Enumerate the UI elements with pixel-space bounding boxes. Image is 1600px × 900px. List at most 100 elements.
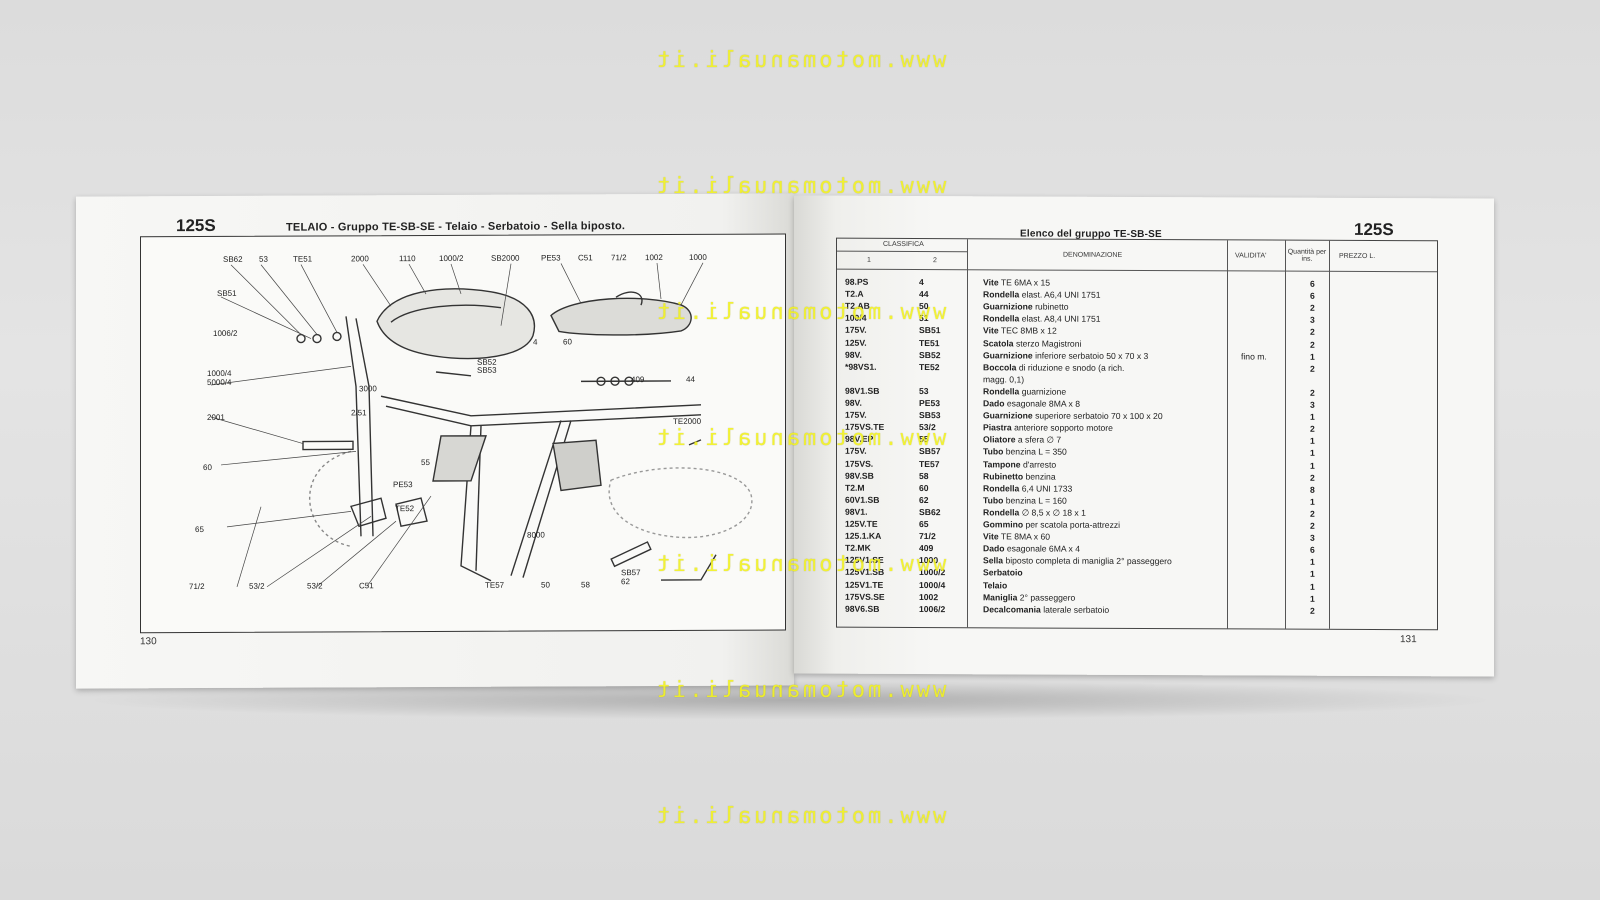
part-name: Rondella [983,507,1020,518]
part-description: Maniglia 2° passeggero [983,592,1075,602]
class-code-1: 175VS.SE [845,591,885,602]
part-description: Rubinetto benzina [983,471,1056,481]
class-code-2: 1002 [919,591,939,602]
part-description: Tubo benzina L = 160 [983,495,1067,505]
callout: 2000 [351,254,369,264]
part-detail: TEC 8MB x 12 [1000,325,1057,337]
callout: 2/51 [351,408,367,418]
callout: SB53 [477,365,497,375]
callout: SB62 [223,254,243,264]
class-code-2: 65 [919,519,929,530]
class-code-1: 98.PS [845,276,869,287]
callout: 1000/4 [207,368,232,378]
class-code-1: 98V.SB [845,470,874,481]
part-description: Vite TEC 8MB x 12 [983,326,1057,336]
part-description: Decalcomania laterale serbatoio [983,604,1109,615]
quantity: 3 [1310,399,1315,410]
part-name: Gommino [983,519,1024,530]
class-code-1: 125V.TE [845,518,878,529]
quantity: 1 [1310,411,1315,422]
class-code-2: 1000/4 [919,579,946,590]
class-code-2: 1006/2 [919,603,946,614]
callout: 53/2 [249,581,265,591]
callout: 65 [195,525,204,535]
part-detail: benzina [1025,471,1056,482]
class-code-2: TE52 [919,361,940,372]
callout: PE53 [541,253,561,263]
class-code-2: TE57 [919,458,940,469]
part-description: Tampone d'arresto [983,459,1056,469]
callout: 1006/2 [213,328,238,338]
part-description: Scatola sterzo Magistroni [983,338,1081,348]
part-name: Vite [983,531,999,542]
part-name: Boccola [983,361,1017,373]
header-col2: 2 [933,257,937,265]
callout: 1000 [689,252,707,262]
part-detail: benzina L = 160 [1005,495,1067,506]
part-name: Dado [983,398,1005,409]
part-name: Guarnizione [983,349,1033,361]
part-description: Telaio [983,580,1007,590]
class-code-1: 60V1.SB [845,494,880,505]
class-code-2: 53 [919,385,929,396]
quantity: 1 [1310,460,1315,471]
part-name: Tubo [983,495,1004,506]
part-detail: TE 8MA x 60 [1000,531,1051,542]
watermark-text: www.motomanuali.it [653,552,947,577]
quantity: 1 [1310,351,1315,362]
right-model-label: 125S [1354,219,1394,240]
quantity: 2 [1310,339,1315,350]
part-name: Tampone [983,458,1021,469]
quantity: 3 [1310,532,1315,543]
part-description: Gommino per scatola porta-attrezzi [983,519,1120,530]
watermark-text: www.motomanuali.it [653,678,947,703]
class-code-2: 62 [919,494,929,505]
quantity: 2 [1310,508,1315,519]
part-detail: magg. 0,1) [983,374,1025,385]
class-code-2: TE51 [919,337,940,348]
part-detail: esagonale 8MA x 8 [1006,398,1080,409]
class-code-1: *98VS1. [845,361,877,372]
callout: 1110 [399,254,416,264]
header-denominazione: DENOMINAZIONE [1063,251,1123,259]
callout: 44 [686,374,695,384]
class-code-1: 175VS. [845,458,874,469]
part-description: Dado esagonale 8MA x 8 [983,398,1080,408]
part-detail: per scatola porta-attrezzi [1025,519,1121,530]
quantity: 1 [1310,496,1315,507]
callout: SB2000 [491,253,520,263]
header-classifica: CLASSIFICA [883,240,924,249]
callout: 55 [421,458,430,468]
callout: TE52 [395,504,415,514]
callout: 71/2 [189,582,205,592]
part-description: Guarnizione inferiore serbatoio 50 x 70 … [983,350,1148,361]
class-code-1: 125V. [845,337,867,348]
class-code-1: 98V1.SB [845,385,880,396]
callout: 8000 [527,530,545,540]
class-code-2: 58 [919,470,929,481]
callout: 1000/2 [439,253,464,263]
class-code-2: 44 [919,289,929,300]
table-row: 98V6.SB 1006/2 Decalcomania laterale serba… [837,603,1437,617]
class-code-1: 98V6.SB [845,603,880,614]
callout: 50 [541,580,550,590]
class-code-1: 125.1.KA [845,530,882,541]
part-name: Rondella [983,386,1020,397]
exploded-diagram: SB62 53 TE51 2000 1110 1000/2 SB2000 PE5… [140,233,786,634]
validity: fino m. [1241,351,1267,362]
callout: 3000 [359,384,377,394]
class-code-1: T2.A [845,288,864,299]
part-detail: ∅ 8,5 x ∅ 18 x 1 [1021,507,1086,518]
callout: 71/2 [611,253,627,263]
part-detail: di riduzione e snodo (a rich. [1018,362,1125,373]
part-name: Vite [983,325,999,336]
part-name: Decalcomania [983,603,1041,615]
part-name: Scatola [983,337,1014,348]
part-detail: 2° passeggero [1019,592,1076,603]
class-code-1: 125V1.TE [845,579,884,590]
quantity: 2 [1310,472,1315,483]
callout: 58 [581,580,590,590]
callout: C51 [578,253,593,263]
part-detail: elast. A6,4 UNI 1751 [1021,289,1101,300]
quantity: 2 [1310,387,1315,398]
